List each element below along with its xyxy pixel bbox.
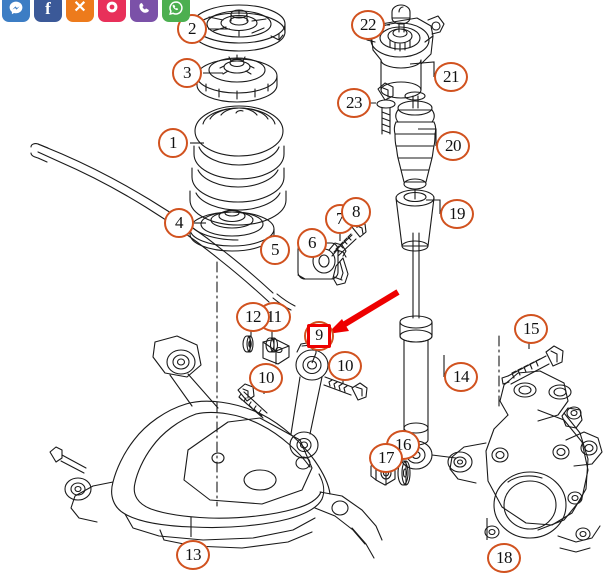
callout-3[interactable]: 3 bbox=[172, 58, 202, 88]
callout-4[interactable]: 4 bbox=[164, 208, 194, 238]
callout-17[interactable]: 17 bbox=[369, 443, 403, 473]
facebook-icon[interactable]: f bbox=[34, 0, 62, 22]
callout-23[interactable]: 23 bbox=[337, 88, 371, 118]
part-domed-nut bbox=[391, 4, 411, 33]
part-washer-16 bbox=[397, 460, 411, 486]
part-bolt-15 bbox=[501, 345, 564, 385]
part-washer-12 bbox=[242, 335, 254, 353]
callout-9-highlighted[interactable]: 9 bbox=[307, 324, 331, 348]
callout-20[interactable]: 20 bbox=[436, 131, 470, 161]
part-mount-bolt bbox=[376, 82, 396, 135]
callout-19[interactable]: 19 bbox=[440, 199, 474, 229]
callout-10-left[interactable]: 10 bbox=[249, 363, 283, 393]
whatsapp-icon[interactable] bbox=[162, 0, 190, 22]
callout-8[interactable]: 8 bbox=[341, 197, 371, 227]
callout-22[interactable]: 22 bbox=[351, 10, 385, 40]
part-clamp-bracket bbox=[328, 242, 349, 286]
messenger-icon[interactable] bbox=[2, 0, 30, 22]
red-annotation-arrow bbox=[327, 289, 400, 334]
part-bolt-10-right bbox=[323, 376, 368, 401]
viber-icon[interactable] bbox=[130, 0, 158, 22]
part-bolt-10-left bbox=[237, 383, 268, 419]
part-spring-pad-upper bbox=[196, 54, 278, 103]
social-share-bar: f ✕ bbox=[2, 0, 190, 22]
odnoklassniki-icon[interactable]: ✕ bbox=[66, 0, 94, 22]
part-anti-roll-bar bbox=[30, 143, 296, 311]
part-lower-control-arm bbox=[64, 335, 383, 559]
callout-18[interactable]: 18 bbox=[487, 543, 521, 573]
callout-15[interactable]: 15 bbox=[514, 314, 548, 344]
callout-14[interactable]: 14 bbox=[444, 362, 478, 392]
callout-10-right[interactable]: 10 bbox=[328, 351, 362, 381]
part-coupling-rod bbox=[289, 341, 329, 459]
callout-1[interactable]: 1 bbox=[158, 128, 188, 158]
part-shock-absorber bbox=[375, 232, 457, 470]
callout-12[interactable]: 12 bbox=[236, 302, 270, 332]
part-bracket-plate bbox=[262, 338, 290, 365]
axis-centre-line bbox=[216, 261, 500, 507]
part-spring-seat-lower bbox=[189, 209, 275, 252]
callout-5[interactable]: 5 bbox=[260, 235, 290, 265]
callout-21[interactable]: 21 bbox=[434, 62, 468, 92]
callout-6[interactable]: 6 bbox=[297, 228, 327, 258]
callout-13[interactable]: 13 bbox=[176, 540, 210, 570]
part-bolt-10-lower bbox=[49, 446, 87, 474]
part-wheel-bearing-housing bbox=[447, 370, 603, 553]
pinterest-icon[interactable] bbox=[98, 0, 126, 22]
part-bump-stop-bellows bbox=[393, 91, 437, 200]
part-coil-spring bbox=[188, 105, 287, 241]
